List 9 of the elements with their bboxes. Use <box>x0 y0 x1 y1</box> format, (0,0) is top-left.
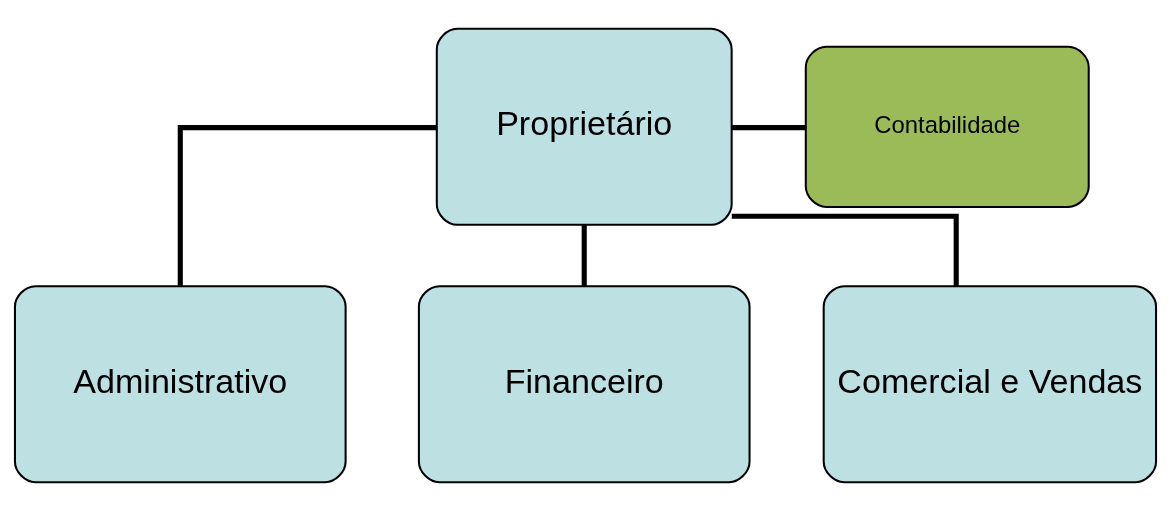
connector <box>731 213 959 286</box>
connector <box>177 124 437 286</box>
node-box: Financeiro <box>417 284 751 483</box>
connector <box>731 124 806 130</box>
node-box: Comercial e Vendas <box>822 284 1158 483</box>
node-box: Contabilidade <box>804 45 1090 208</box>
node-box: Administrativo <box>13 284 347 483</box>
connector <box>581 224 587 286</box>
node-box: Proprietário <box>435 27 733 226</box>
